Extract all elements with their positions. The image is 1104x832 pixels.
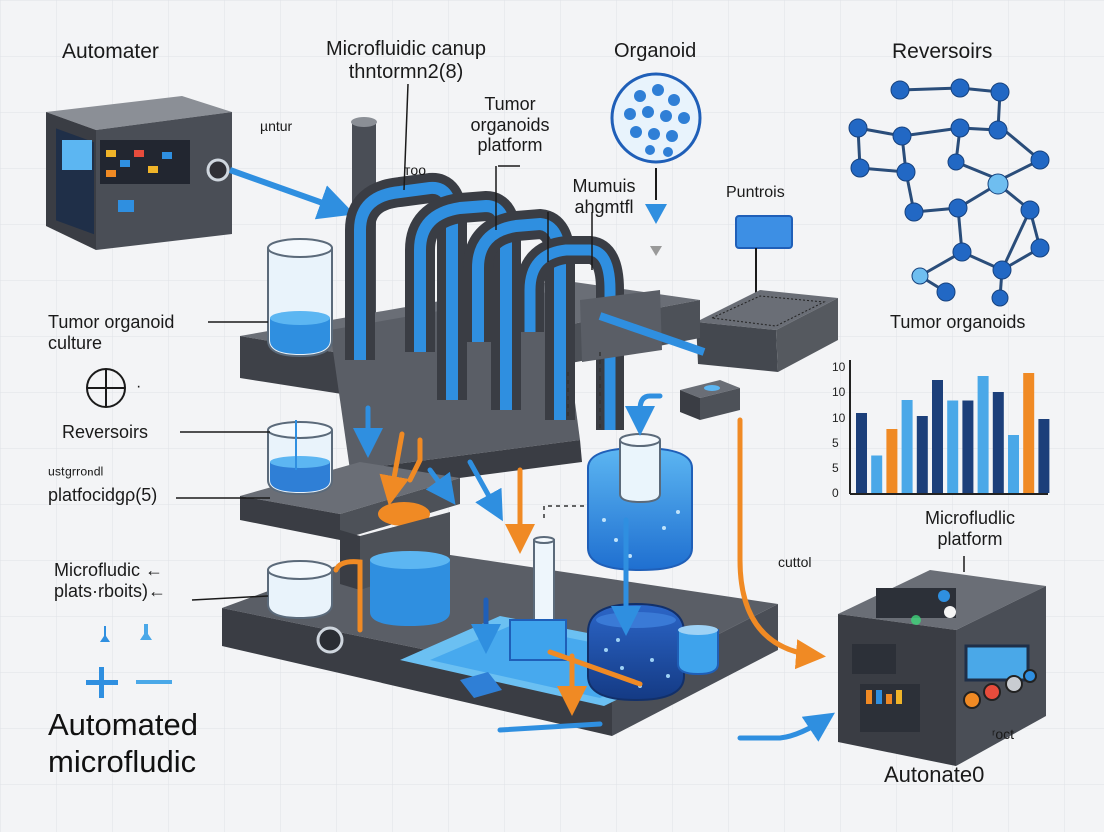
bottom-left-beaker: [267, 560, 333, 620]
too-label: ᴛoo: [404, 162, 426, 178]
y-tick-label: 10: [832, 411, 846, 425]
y-tick-label: 5: [832, 436, 839, 450]
flow-arrows: [333, 393, 835, 742]
automated-title-line2: microfludic: [48, 744, 197, 780]
pntur-label: µntur: [260, 118, 293, 134]
symbol-dot-label: ·: [136, 378, 142, 395]
microfluidic-canup-label: Microfluidic canup thntormn‌2(8): [306, 38, 506, 84]
leader-lines: [176, 83, 965, 601]
blue-reservoir: [370, 551, 450, 626]
chart-bar: [1038, 419, 1050, 493]
autonate-device: [838, 570, 1046, 766]
puntrois-module: [735, 215, 793, 249]
organoid-label: Organoid: [614, 40, 697, 62]
center-reservoir: [587, 433, 693, 572]
valve-block: [680, 380, 740, 420]
chart-bar: [1008, 435, 1019, 493]
microfluidic-plats-line2: plats·rboits)←: [54, 580, 167, 601]
tumor-platform-line1: Tumor: [484, 94, 536, 114]
microfluidic-canup-line1: Microfluidic canup: [325, 38, 487, 60]
chart-bar: [932, 380, 943, 493]
microfluidic-plats-label: Microfludic ← plats·rboits)←: [54, 560, 166, 601]
chart-bar: [1023, 373, 1035, 493]
ustg-line2: platfocidgρ(5): [48, 484, 158, 505]
tumor-platform-line3: platform: [477, 135, 543, 156]
puntrois-label: Puntrois: [726, 184, 785, 201]
tumor-platform-line2: organoids: [470, 114, 550, 135]
dark-flask: [587, 602, 685, 702]
automater-device: [46, 96, 232, 250]
culture-beaker: [267, 238, 333, 358]
tumor-platform-label: Tumor organoids platform: [450, 94, 570, 156]
microfluidic-canup-line2: thntormn‌2(8): [348, 61, 464, 83]
ustg-label: ᵘˢᵗᵍʳʳᵒⁿᵈˡ platfocidgρ(5): [48, 464, 157, 505]
chart-bar: [992, 392, 1004, 493]
tumor-culture-label: Tumor organoid culture: [48, 312, 174, 353]
microfluidic-platform-line2: platform: [937, 528, 1003, 549]
automated-title-line1: Automated: [48, 707, 198, 742]
symbol-circle: [86, 368, 126, 408]
microfluidic-platform-label: Microfludlic platform: [900, 508, 1040, 549]
y-tick-label: 5: [832, 461, 839, 475]
channel-arches: [345, 172, 624, 430]
mumuis-line1: Mumuis: [572, 176, 636, 196]
organoid-sphere: [610, 72, 702, 164]
y-tick-label: 0: [832, 486, 839, 500]
chart-bar: [916, 416, 928, 493]
automated-title: Automated microfludic: [48, 706, 198, 780]
ustg-line1: ᵘˢᵗᵍʳʳᵒⁿᵈˡ: [48, 464, 104, 484]
automater-label: Automater: [62, 40, 159, 63]
chart-bar: [871, 455, 883, 493]
sensor-plate: [696, 290, 838, 372]
small-jar: [677, 625, 719, 676]
chart-bar: [901, 400, 913, 493]
chart-bar: [856, 413, 867, 493]
guide-dashes: [543, 352, 601, 518]
roct-label: ʳoct: [992, 726, 1015, 742]
y-tick-label: 10: [832, 360, 846, 374]
tumor-organoids-label: Tumor organoids: [890, 312, 1026, 332]
reversoirs-left-label: Reversoirs: [62, 422, 149, 442]
chart-bar: [962, 400, 974, 493]
y-tick-label: 10: [832, 385, 846, 399]
pipette-icons: [86, 624, 172, 698]
chart-bar: [977, 376, 989, 493]
microfluidic-plats-line1: Microfludic ←: [54, 560, 164, 580]
reversoirs-top-label: Reversoirs: [892, 40, 993, 63]
chart-bar: [886, 429, 898, 493]
autonate0-label: Autonate0: [884, 762, 985, 787]
microfluidic-platform-line1: Microfludlic: [924, 508, 1016, 528]
mumuis-line2: ahgmtfl: [574, 196, 634, 217]
mumuis-label: Mumuis ahgmtfl: [554, 176, 654, 217]
automater-arrow: [228, 167, 355, 220]
tumor-culture-line2: culture: [48, 332, 103, 353]
chart-bar: [947, 400, 959, 493]
bar-chart: [849, 360, 1050, 495]
tumor-culture-line1: Tumor organoid: [48, 312, 175, 332]
cuttol-label: cuttol: [778, 554, 812, 570]
